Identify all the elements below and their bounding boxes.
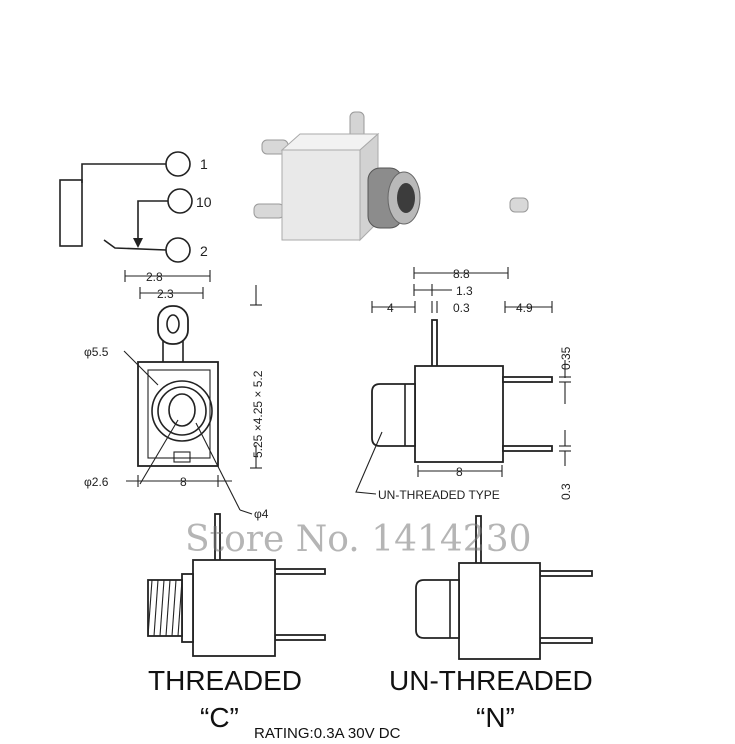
rating-text: RATING:0.3A 30V DC (254, 725, 401, 742)
dim-4-9: 4.9 (516, 301, 533, 315)
dim-2-8: 2.8 (146, 270, 163, 284)
plug-body (59, 179, 83, 247)
pin-2-circle (165, 237, 191, 263)
store-watermark: Store No. 1414230 (185, 519, 532, 560)
connector-photo (253, 111, 529, 242)
front-view: 2.8 2.3 φ5.5 φ4 φ2.6 8 5.25 (84, 270, 269, 521)
sleeve-lead (103, 239, 167, 251)
dim-2-3: 2.3 (157, 287, 174, 301)
dim-width-8: 8 (180, 475, 187, 489)
pin-label-2: 2 (200, 243, 208, 259)
dim-1-3: 1.3 (456, 284, 473, 298)
dim-phi-2-6: φ2.6 (84, 475, 109, 489)
unthreaded-variant (415, 515, 593, 660)
switch-lead (137, 200, 168, 246)
jack-schematic: 1 10 2 (59, 151, 212, 263)
threaded-title: THREADED (148, 665, 302, 696)
unthreaded-title: UN-THREADED (389, 665, 593, 696)
dim-0-3: 0.3 (453, 301, 470, 315)
pin-label-10: 10 (196, 194, 212, 210)
unthreaded-code: “N” (476, 702, 515, 733)
dim-body-8: 8 (456, 465, 463, 479)
side-view: 8.8 1.3 4 0.3 4.9 0.35 (355, 267, 573, 502)
tip-lead (81, 163, 166, 183)
dim-4: 4 (387, 301, 394, 315)
side-view-caption: UN-THREADED TYPE (378, 488, 500, 502)
pin-label-1: 1 (200, 156, 208, 172)
threaded-variant (147, 513, 326, 657)
pin-10-circle (167, 188, 193, 214)
dim-phi-4: φ4 (254, 507, 269, 521)
dim-height: 5.25 ×4.25 × 5.2 (251, 370, 265, 458)
dim-phi-5-5: φ5.5 (84, 345, 109, 359)
dim-8-8: 8.8 (453, 267, 470, 281)
switch-arrow (133, 238, 143, 248)
threaded-code: “C” (200, 702, 239, 733)
dim-0-3-bottom: 0.3 (559, 483, 573, 500)
pin-1-circle (165, 151, 191, 177)
dim-0-35: 0.35 (559, 346, 573, 370)
